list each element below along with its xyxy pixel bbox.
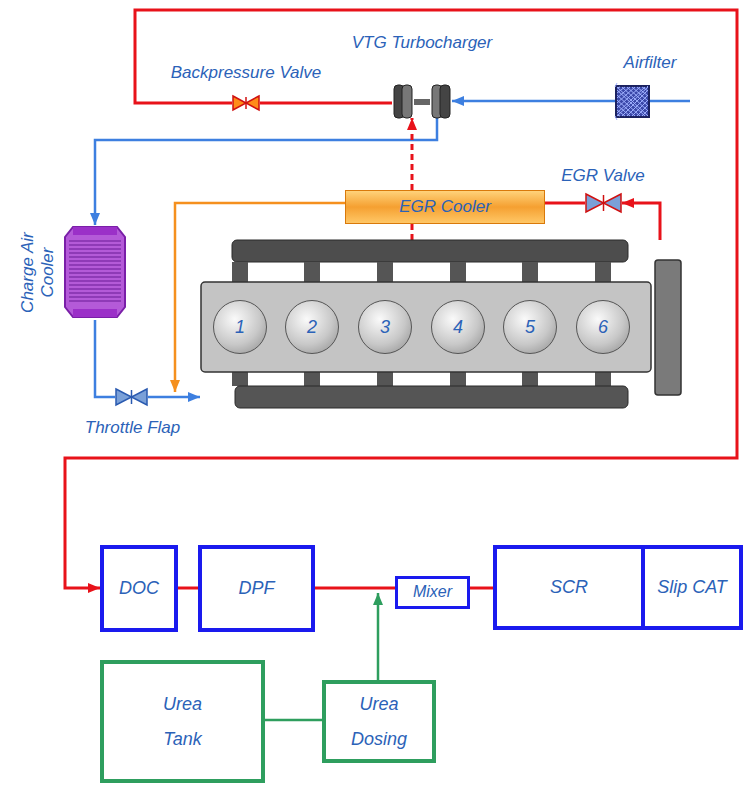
egr-valve: EGR Valve [585, 193, 622, 213]
component-label: Throttle Flap [60, 418, 205, 438]
flow-connector [265, 719, 322, 722]
flow-connector [260, 102, 392, 105]
flow-connector [622, 203, 660, 240]
cylinder-number: 3 [380, 317, 390, 338]
cylinder-number: 2 [307, 317, 317, 338]
flow-connector [545, 202, 585, 205]
throttle-flap-symbol [115, 388, 148, 406]
air-filter-symbol [615, 85, 650, 118]
egr-cooler: EGR Cooler [345, 190, 545, 224]
cylinder: 1 [213, 300, 267, 354]
component-label: DPF [239, 578, 275, 599]
cylinder: 6 [576, 300, 630, 354]
flow-connector [452, 100, 615, 103]
air-inlet-line [650, 100, 690, 103]
air-filter: Airfilter [615, 85, 650, 118]
cylinder: 2 [285, 300, 339, 354]
component-label: DOC [119, 578, 159, 599]
component-label: VTG Turbocharger [340, 33, 504, 53]
cylinder-number: 1 [235, 317, 245, 338]
component-label: SCR [550, 577, 588, 598]
component-label: Airfilter [595, 53, 705, 73]
cylinder-number: 4 [453, 317, 463, 338]
turbocharger-symbol [392, 85, 452, 118]
component-label: Mixer [413, 583, 452, 601]
urea-dosing: Urea Dosing [322, 680, 436, 763]
backpressure-valve-symbol [232, 95, 260, 111]
cylinder: 3 [358, 300, 412, 354]
cylinder: 5 [503, 300, 557, 354]
throttle-flap: Throttle Flap [115, 388, 148, 406]
component-label: Slip CAT [657, 577, 727, 598]
cylinder: 4 [431, 300, 485, 354]
flow-connector [148, 396, 200, 399]
charge-air-cooler: Charge Air Cooler [15, 225, 125, 320]
component-label: EGR Valve [543, 166, 663, 186]
egr-valve-symbol [585, 193, 622, 213]
component-label: EGR Cooler [399, 197, 491, 217]
cylinder-number: 6 [598, 317, 608, 338]
backpressure-valve: Backpressure Valve [232, 95, 260, 111]
slip-cat-box: Slip CAT [641, 545, 743, 630]
component-label: Backpressure Valve [151, 63, 341, 83]
flow-connector [470, 587, 493, 590]
scr-box: SCR [493, 545, 645, 630]
flow-connector [377, 593, 380, 680]
flow-connector [95, 320, 115, 397]
component-label: Urea Dosing [351, 687, 407, 755]
mixer-box: Mixer [395, 576, 470, 609]
cylinder-number: 5 [525, 317, 535, 338]
dpf-box: DPF [198, 545, 315, 632]
urea-tank: Urea Tank [100, 660, 265, 783]
flow-connector [315, 587, 395, 590]
turbocharger: VTG Turbocharger [392, 85, 452, 118]
component-label: Charge Air Cooler [17, 225, 56, 320]
component-label: Urea Tank [163, 687, 202, 755]
flow-connector [65, 10, 737, 588]
engine: 1 2 3 4 5 6 [200, 240, 682, 410]
flow-connector [178, 587, 198, 590]
doc-box: DOC [100, 545, 178, 632]
